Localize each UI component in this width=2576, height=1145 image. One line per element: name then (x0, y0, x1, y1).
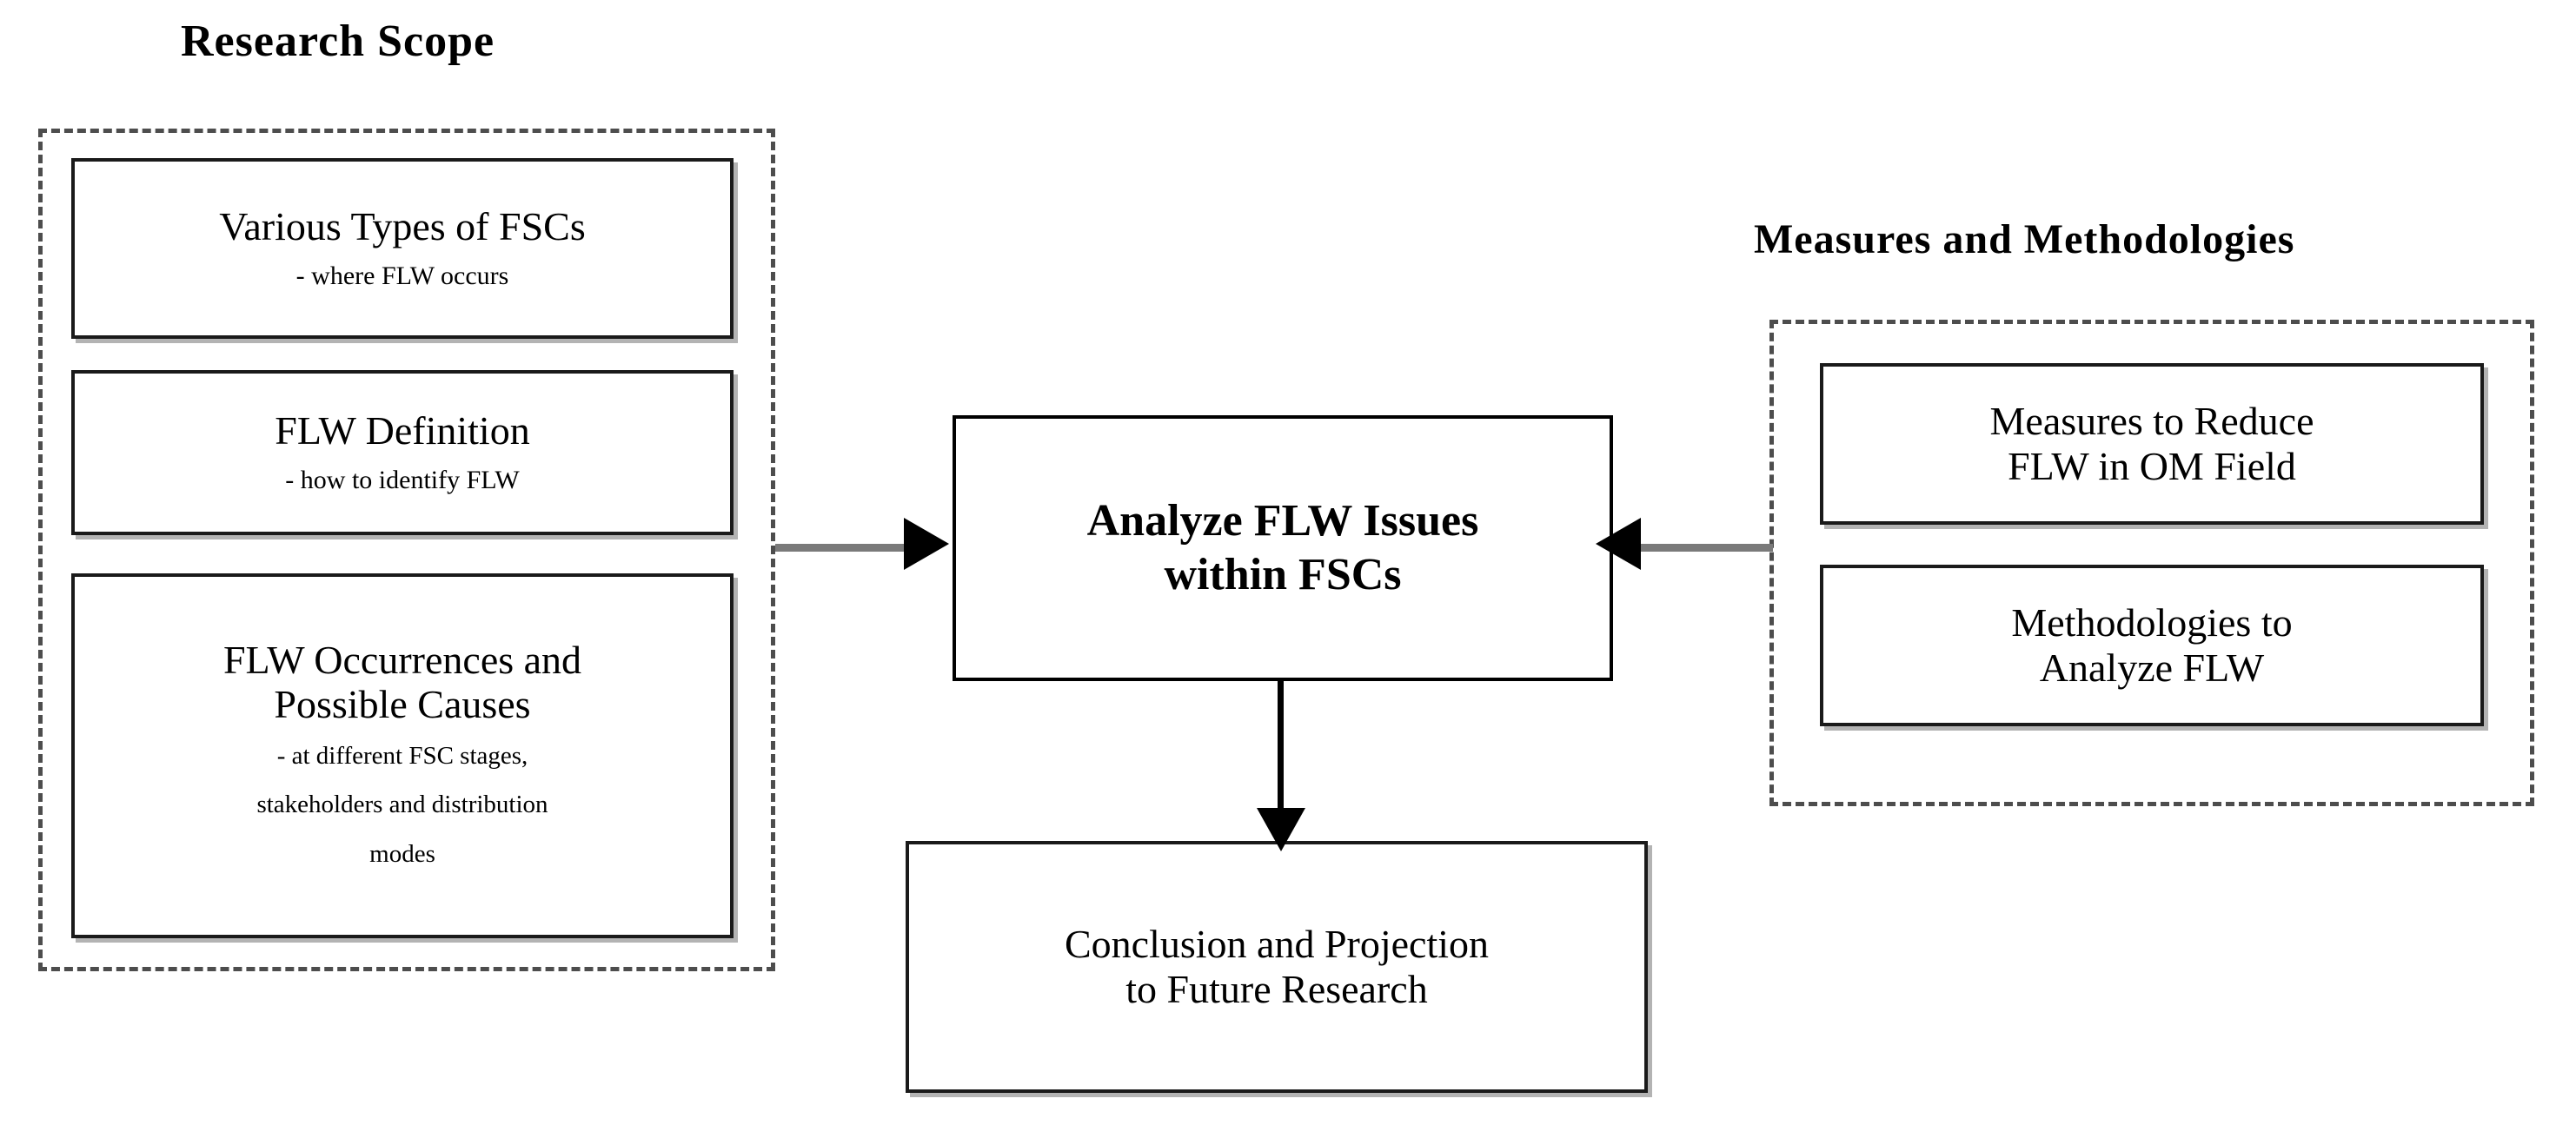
arrow-left-icon (1596, 518, 1641, 570)
node-title-line-2: Possible Causes (274, 682, 531, 727)
node-title-line-1: Conclusion and Projection (1064, 922, 1490, 967)
measures-and-methodologies-heading: Measures and Methodologies (1754, 216, 2295, 262)
research-scope-group-frame (38, 129, 775, 971)
node-flw-definition[interactable]: FLW Definition - how to identify FLW (71, 370, 734, 535)
node-title-line-2: within FSCs (1164, 550, 1402, 599)
node-subtitle-line-3: modes (369, 839, 435, 868)
research-scope-heading: Research Scope (181, 17, 495, 66)
node-title-line-2: Analyze FLW (2039, 645, 2265, 690)
node-flw-occurrences-and-possible-causes[interactable]: FLW Occurrences and Possible Causes - at… (71, 573, 734, 938)
node-methodologies-to-analyze-flw[interactable]: Methodologies to Analyze FLW (1820, 565, 2484, 726)
node-analyze-flw-issues-within-fscs[interactable]: Analyze FLW Issues within FSCs (953, 415, 1613, 681)
node-title-line-2: to Future Research (1125, 967, 1428, 1011)
connector-right-to-center-line (1641, 544, 1773, 552)
node-title-line-1: Analyze FLW Issues (1086, 495, 1479, 546)
node-title-line-1: Methodologies to (2011, 600, 2293, 645)
measures-and-methodologies-group-frame (1769, 320, 2534, 806)
node-measures-to-reduce-flw[interactable]: Measures to Reduce FLW in OM Field (1820, 363, 2484, 525)
node-subtitle: - where FLW occurs (295, 261, 509, 291)
node-title: Various Types of FSCs (219, 203, 586, 248)
arrow-down-icon (1257, 808, 1305, 851)
node-subtitle-line-2: stakeholders and distribution (256, 791, 548, 819)
node-title-line-1: Measures to Reduce (1989, 399, 2314, 444)
connector-left-to-center-line (775, 544, 907, 552)
arrow-right-icon (904, 518, 949, 570)
node-title: FLW Definition (275, 407, 530, 453)
node-various-types-of-fscs[interactable]: Various Types of FSCs - where FLW occurs (71, 158, 734, 339)
node-title-line-2: FLW in OM Field (2008, 444, 2296, 488)
node-title-line-1: FLW Occurrences and (222, 637, 582, 682)
node-subtitle-line-1: - at different FSC stages, (276, 741, 528, 770)
node-conclusion-and-projection[interactable]: Conclusion and Projection to Future Rese… (906, 841, 1648, 1093)
connector-center-to-conclusion-line (1278, 681, 1284, 824)
node-subtitle: - how to identify FLW (285, 466, 520, 495)
